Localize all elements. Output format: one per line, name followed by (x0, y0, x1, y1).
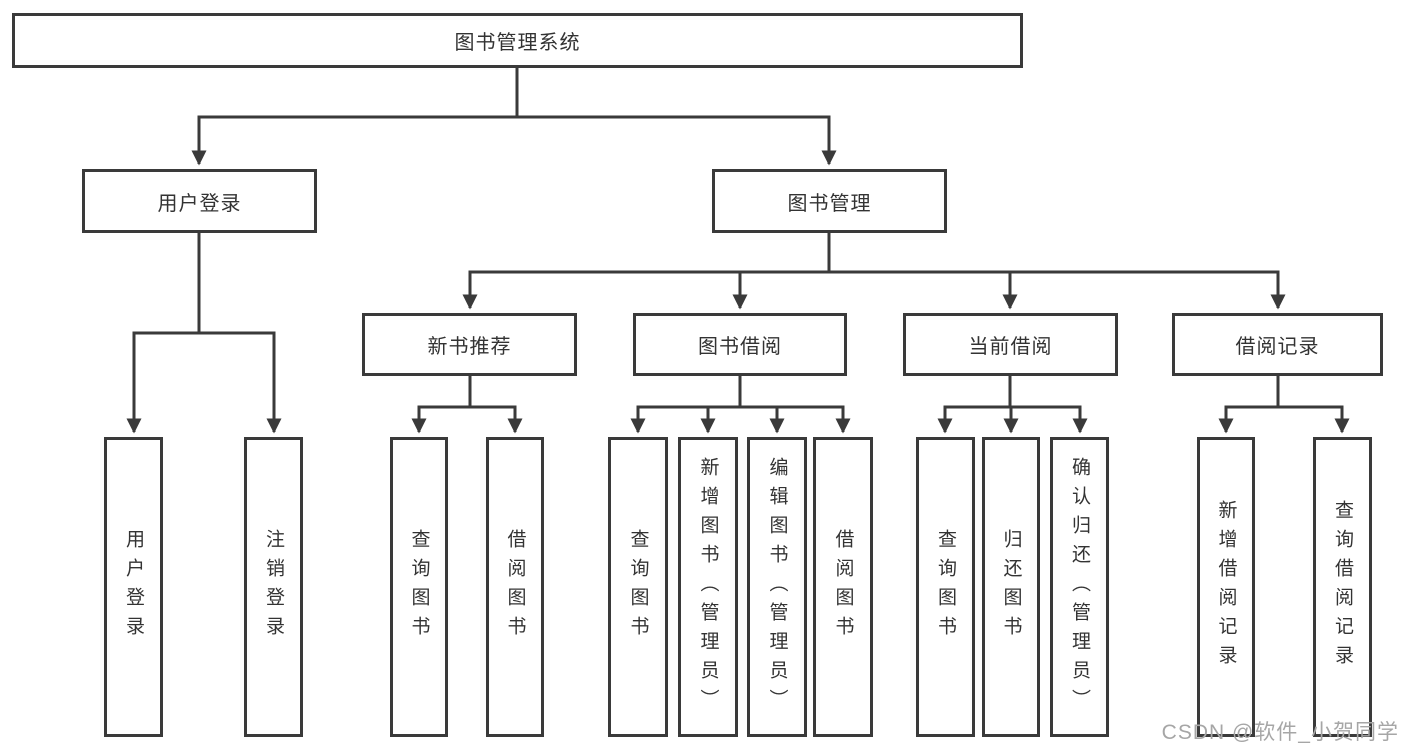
leaf-records-add-borrow-record: 新增借阅记录 (1197, 437, 1255, 737)
leaf-current-return-books-label: 归还图书 (1000, 529, 1022, 645)
leaf-records-query-borrow-record-label: 查询借阅记录 (1332, 500, 1353, 674)
leaf-current-confirm-return-admin: 确认归还（管理员） (1050, 437, 1109, 737)
leaf-logout-label: 注销登录 (263, 529, 284, 645)
node-user-login-module: 用户登录 (82, 169, 317, 233)
node-current-borrowing-label: 当前借阅 (968, 336, 1053, 358)
leaf-newbooks-query-books: 查询图书 (390, 437, 448, 737)
leaf-current-query-books: 查询图书 (916, 437, 975, 737)
leaf-records-query-borrow-record: 查询借阅记录 (1313, 437, 1372, 737)
node-borrow-records: 借阅记录 (1172, 313, 1383, 376)
node-book-management: 图书管理 (712, 169, 947, 233)
leaf-bookborrow-add-books-admin-label: 新增图书（管理员） (697, 456, 719, 718)
node-book-borrowing: 图书借阅 (633, 313, 847, 376)
leaf-bookborrow-borrow-books-label: 借阅图书 (832, 529, 854, 645)
leaf-bookborrow-edit-books-admin: 编辑图书（管理员） (747, 437, 807, 737)
node-root-label: 图书管理系统 (454, 32, 581, 54)
node-new-book-recommend: 新书推荐 (362, 313, 577, 376)
leaf-user-login: 用户登录 (104, 437, 163, 737)
leaf-logout: 注销登录 (244, 437, 303, 737)
node-book-management-label: 图书管理 (787, 192, 872, 215)
connector-group (126, 68, 1350, 434)
leaf-newbooks-query-books-label: 查询图书 (408, 529, 430, 645)
leaf-newbooks-borrow-books-label: 借阅图书 (504, 529, 526, 645)
node-user-login-module-label: 用户登录 (157, 192, 242, 215)
node-new-book-recommend-label: 新书推荐 (427, 336, 512, 358)
leaf-bookborrow-query-books-label: 查询图书 (627, 529, 649, 645)
leaf-current-confirm-return-admin-label: 确认归还（管理员） (1069, 456, 1090, 718)
leaf-bookborrow-edit-books-admin-label: 编辑图书（管理员） (766, 456, 788, 718)
node-current-borrowing: 当前借阅 (903, 313, 1118, 376)
leaf-bookborrow-add-books-admin: 新增图书（管理员） (678, 437, 738, 737)
leaf-user-login-label: 用户登录 (123, 529, 144, 645)
node-root: 图书管理系统 (12, 13, 1023, 68)
leaf-bookborrow-query-books: 查询图书 (608, 437, 668, 737)
leaf-newbooks-borrow-books: 借阅图书 (486, 437, 544, 737)
node-book-borrowing-label: 图书借阅 (698, 336, 782, 358)
leaf-current-return-books: 归还图书 (982, 437, 1040, 737)
leaf-bookborrow-borrow-books: 借阅图书 (813, 437, 873, 737)
leaf-current-query-books-label: 查询图书 (935, 529, 956, 645)
watermark: CSDN @软件_小贺同学 (1161, 721, 1399, 744)
leaf-records-add-borrow-record-label: 新增借阅记录 (1215, 500, 1237, 674)
node-borrow-records-label: 借阅记录 (1235, 336, 1320, 358)
